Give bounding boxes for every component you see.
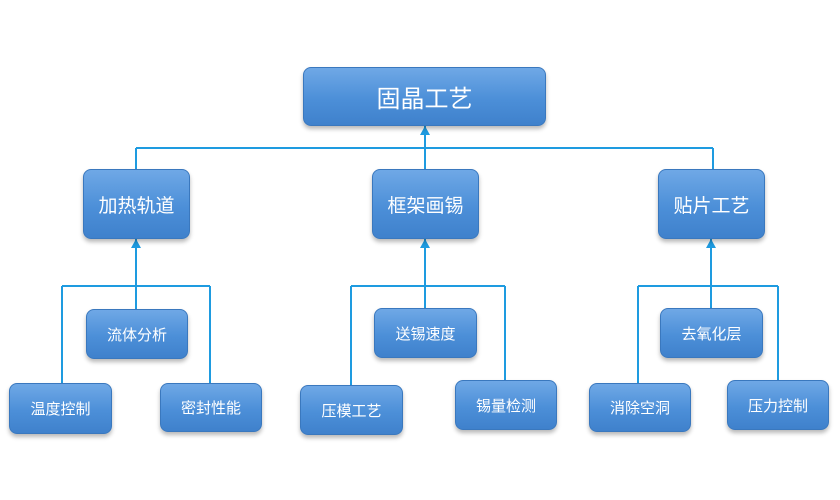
branch-node-1: 加热轨道 — [83, 169, 190, 239]
branch-node-3: 贴片工艺 — [658, 169, 765, 239]
arrowhead-branch-1 — [131, 239, 141, 248]
leaf-node-1-1: 流体分析 — [86, 309, 188, 359]
leaf-node-1-2: 温度控制 — [9, 383, 112, 434]
arrowhead-branch-2 — [420, 239, 430, 248]
root-node: 固晶工艺 — [303, 67, 546, 126]
branch-node-2: 框架画锡 — [372, 169, 479, 239]
arrowhead-branch-3 — [706, 239, 716, 248]
leaf-node-3-2: 消除空洞 — [589, 383, 691, 432]
leaf-node-2-3: 锡量检测 — [455, 380, 557, 430]
leaf-node-2-1: 送锡速度 — [374, 308, 477, 358]
leaf-node-3-1: 去氧化层 — [660, 308, 763, 358]
leaf-node-1-3: 密封性能 — [160, 383, 262, 432]
leaf-node-3-3: 压力控制 — [727, 380, 829, 430]
leaf-node-2-2: 压模工艺 — [300, 385, 403, 435]
arrowhead-root — [420, 126, 430, 135]
